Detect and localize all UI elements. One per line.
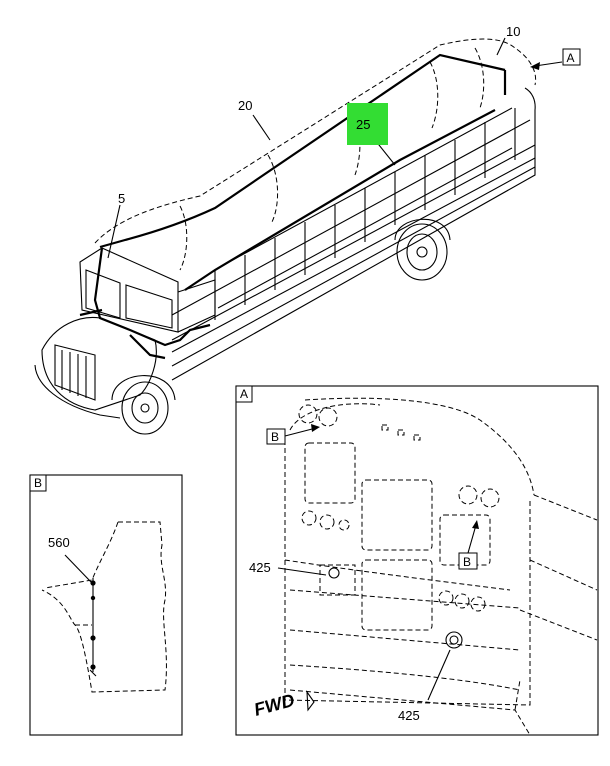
callout-25: 25 xyxy=(356,117,370,132)
detail-b-frame xyxy=(29,474,183,736)
fwd-indicator: FWD xyxy=(252,690,315,720)
highlight-box-25 xyxy=(347,103,388,145)
callout-425-lower: 425 xyxy=(398,708,420,723)
detail-b-panel: B xyxy=(29,474,183,736)
view-ref-a-box xyxy=(562,48,581,66)
ref-b-label-2: B xyxy=(463,555,471,569)
detail-b-tag: B xyxy=(34,476,42,490)
leader-10 xyxy=(496,37,506,56)
leader-5 xyxy=(107,204,121,259)
detail-a-tag-box xyxy=(235,385,253,403)
bus-illustration xyxy=(34,38,563,435)
leader-425-b xyxy=(427,649,451,701)
detail-a-tag: A xyxy=(240,387,248,401)
callout-560: 560 xyxy=(48,535,70,550)
detail-a-panel: A xyxy=(235,385,599,736)
callout-10: 10 xyxy=(506,24,520,39)
leader-425-a xyxy=(277,567,327,576)
callout-425-upper: 425 xyxy=(249,560,271,575)
leader-20 xyxy=(252,114,271,141)
view-ref-a: A xyxy=(567,51,575,65)
callout-5: 5 xyxy=(118,191,125,206)
ref-b-box-1 xyxy=(266,428,286,445)
detail-a-frame xyxy=(235,385,599,736)
detail-b-tag-box xyxy=(29,474,47,492)
ref-b-label-1: B xyxy=(271,430,279,444)
leader-560 xyxy=(64,554,92,583)
ref-b-box-2 xyxy=(458,552,478,570)
fwd-label: FWD xyxy=(252,690,297,720)
callout-20: 20 xyxy=(238,98,252,113)
